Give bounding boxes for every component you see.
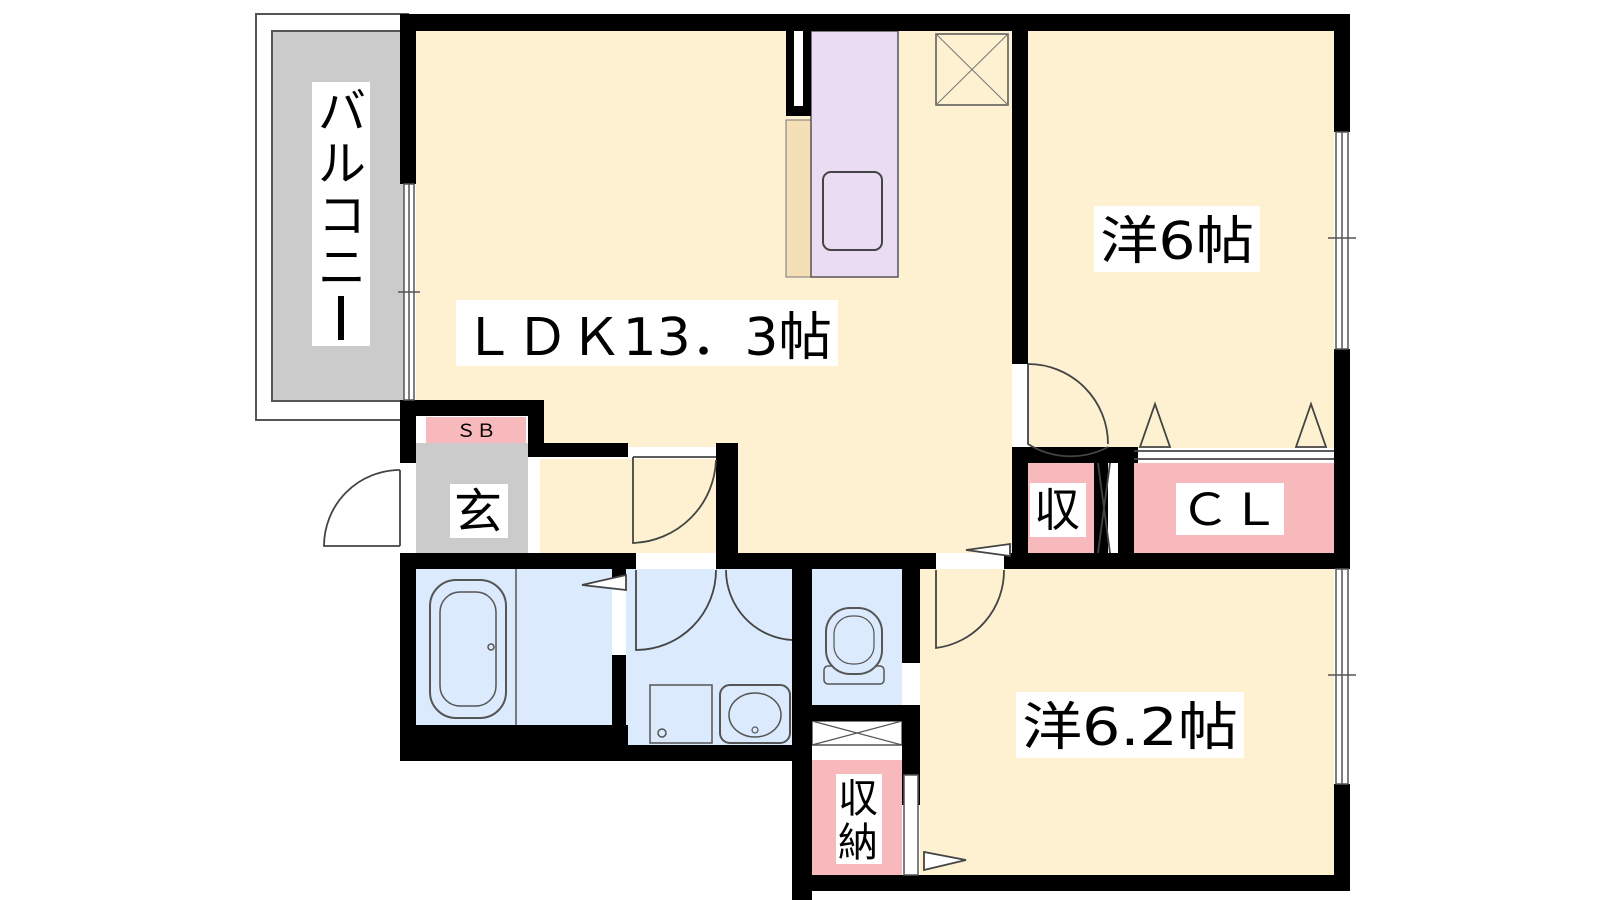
- entrance-label: 玄: [454, 484, 502, 540]
- ldk-label: ＬＤＫ13．3帖: [462, 308, 832, 368]
- balcony-char-5: [338, 296, 344, 340]
- storage-label-1: 収: [838, 776, 878, 822]
- shoebox-label: ＳＢ: [456, 421, 496, 442]
- labels: ＬＤＫ13．3帖 洋6帖 洋6.2帖 ＣＬ 収 玄 ＳＢ 収 納 バ ル コ ニ: [312, 82, 1284, 866]
- toilet: [825, 607, 883, 675]
- shoebox: [426, 417, 526, 443]
- bathtub: [429, 579, 507, 719]
- kitchen-prep-area: [785, 119, 814, 278]
- doors: [323, 363, 1334, 872]
- windows: [398, 131, 1356, 876]
- storage-label-2: 納: [838, 820, 878, 866]
- balcony-char-1: バ: [318, 84, 366, 140]
- kitchen-sink: [822, 171, 883, 251]
- western-6-label: 洋6帖: [1100, 212, 1254, 272]
- washing-machine-space: [649, 684, 713, 744]
- balcony-char-3: コ: [318, 188, 366, 244]
- balcony-char-2: ル: [318, 136, 366, 192]
- closet-cl-label: ＣＬ: [1180, 485, 1280, 536]
- western-62-label: 洋6.2帖: [1022, 698, 1238, 758]
- balcony-char-4: ニ: [318, 240, 366, 296]
- storage-small-label: 収: [1034, 483, 1080, 537]
